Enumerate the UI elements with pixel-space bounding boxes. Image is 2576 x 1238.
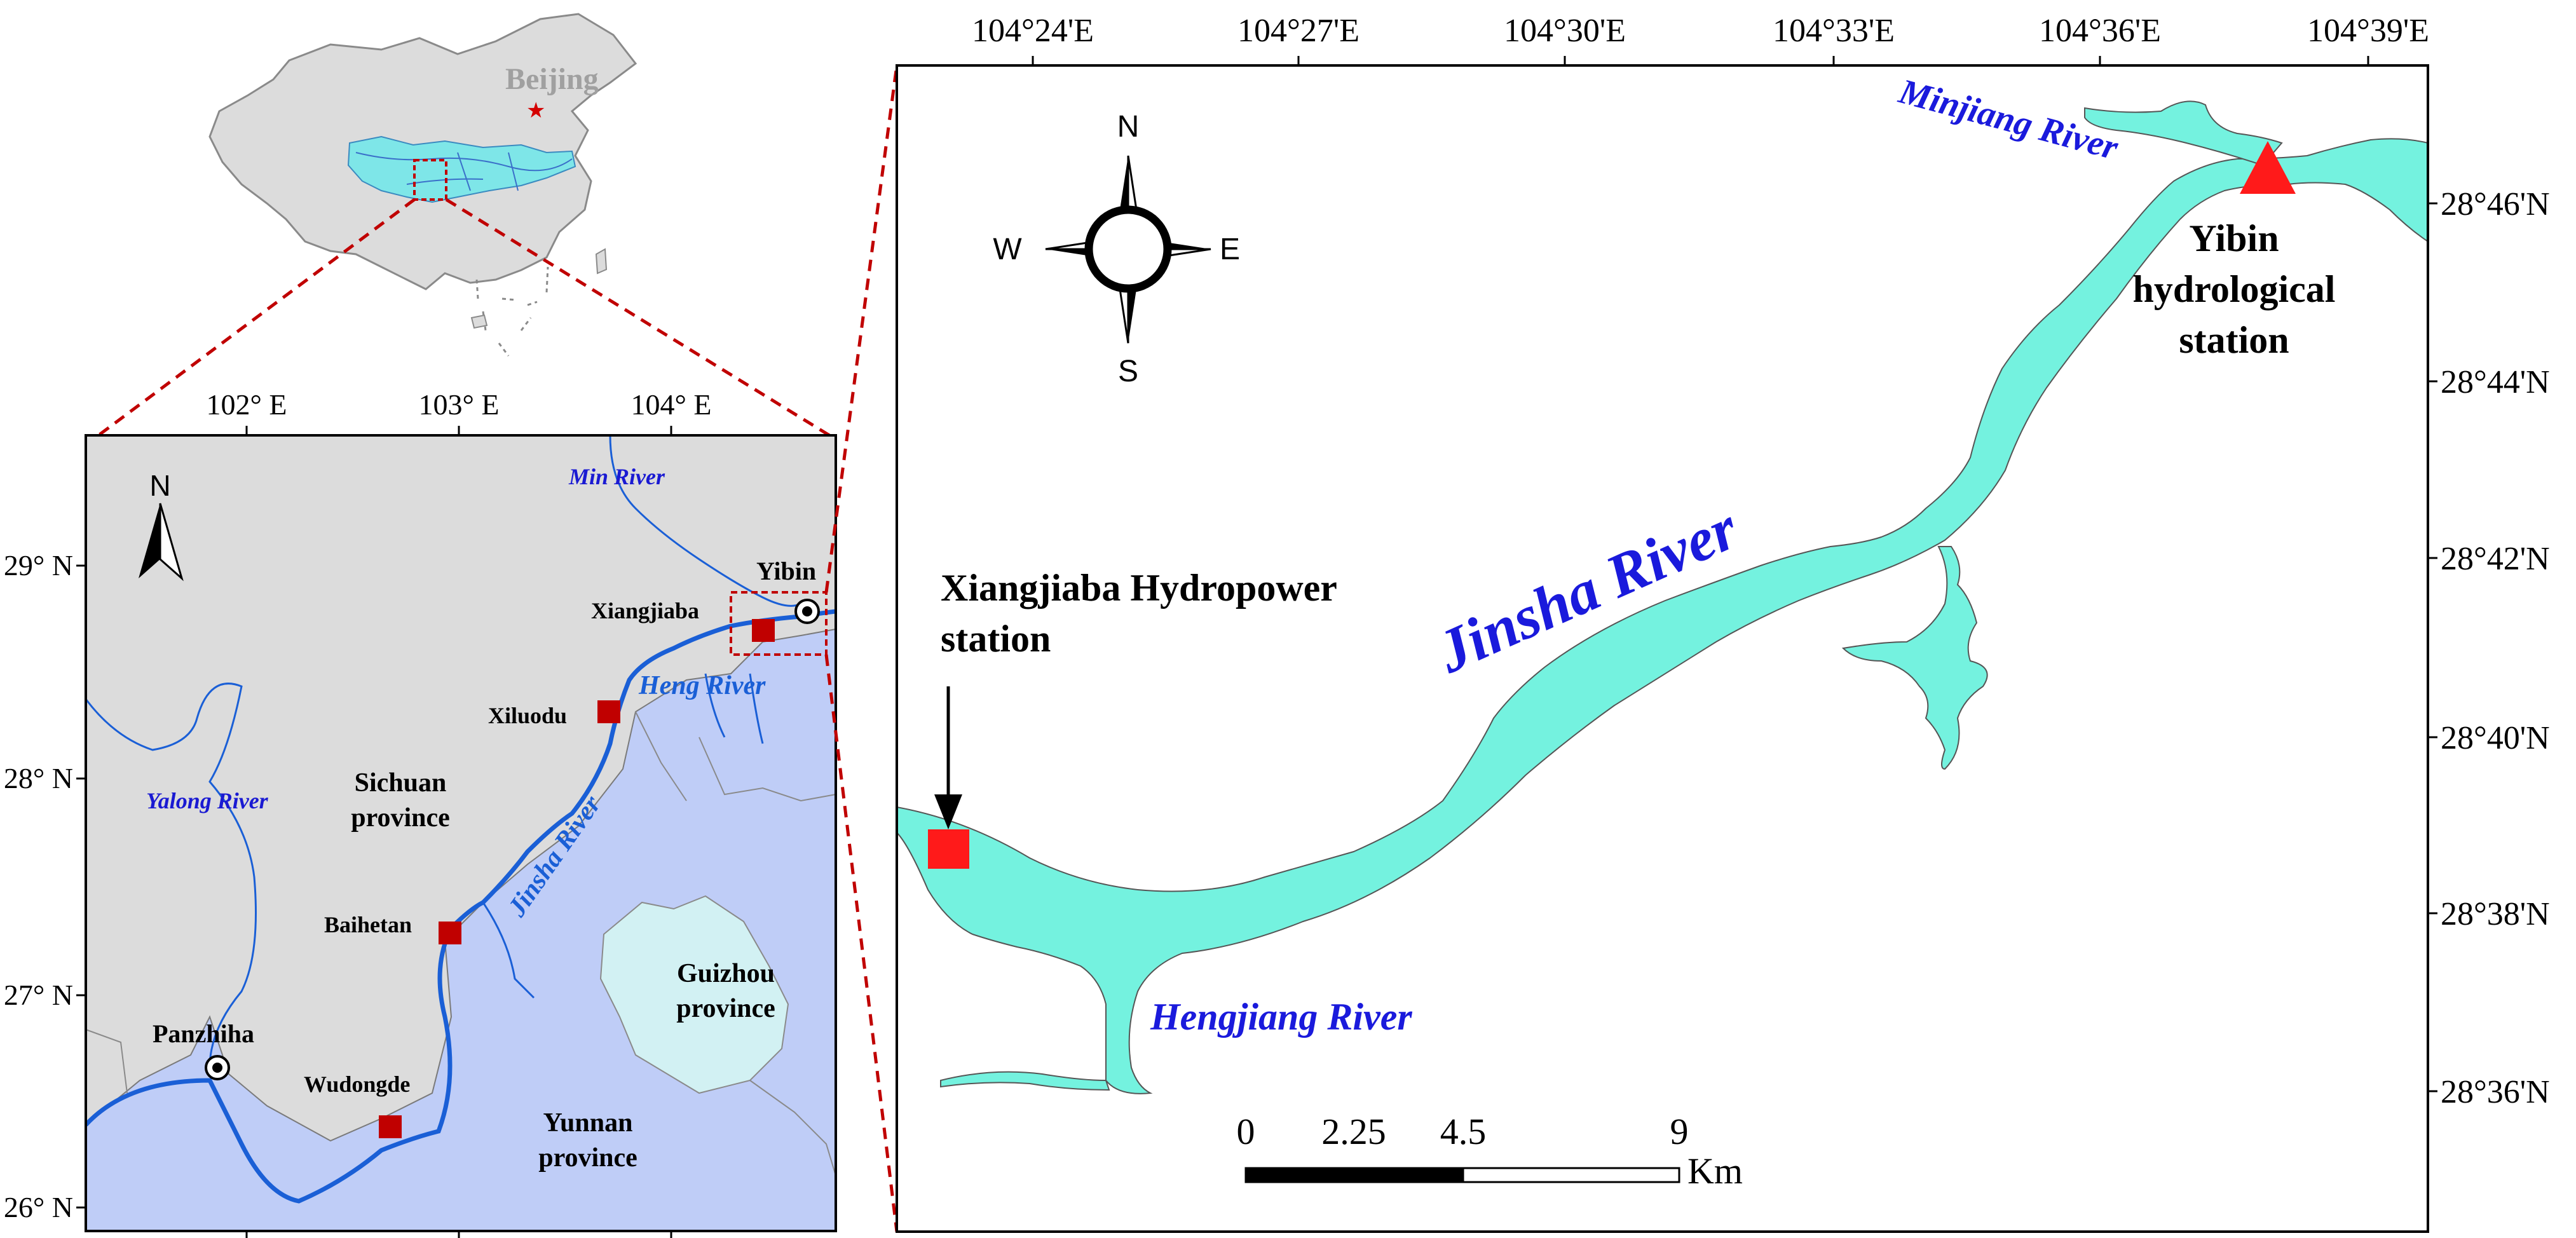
regional-lat-tick-label: 29° N (4, 549, 73, 582)
regional-north-label: N (149, 469, 170, 502)
regional-study-area-box (730, 591, 828, 656)
regional-lon-tick-label: 104° E (631, 388, 712, 421)
xiluodu-label: Xiluodu (488, 703, 567, 728)
detail-lat-tick-label: 28°44'N (2441, 364, 2550, 400)
yangtze-basin-inset (347, 135, 576, 203)
detail-lon-tick-label: 104°27'E (1237, 13, 1360, 49)
regional-lat-tick-label: 27° N (4, 979, 73, 1011)
regional-lon-tick-label: 103° E (419, 388, 500, 421)
compass-e-label: E (1220, 233, 1240, 266)
regional-north-arrow-icon: N (139, 469, 184, 582)
scale-bar: 0 2.25 4.5 9 Km (1237, 1111, 1743, 1192)
detail-lat-tick-label: 28°38'N (2441, 896, 2550, 932)
yibin-station-label-3: station (2179, 319, 2289, 361)
scale-bar-label: 4.5 (1440, 1111, 1487, 1152)
yunnan-label: Yunnan (543, 1108, 633, 1138)
minjiang-river-branch (2084, 100, 2283, 167)
xiluodu-station-marker (597, 700, 620, 723)
panzhiha-city-marker (205, 1055, 230, 1080)
xiangjiaba-station-marker (928, 829, 969, 869)
compass-n-label: N (1117, 110, 1140, 144)
sichuan-label: Sichuan (355, 768, 447, 798)
xiangjiaba-label: Xiangjiaba (591, 598, 699, 623)
yibin-station-marker (2240, 141, 2296, 194)
baihetan-station-marker (439, 922, 461, 944)
min-river-line (609, 435, 801, 607)
detail-lon-tick-label: 104°36'E (2039, 13, 2161, 49)
yalong-river-line (86, 683, 257, 1068)
detail-lon-tick-label: 104°30'E (1504, 13, 1626, 49)
taiwan-island (595, 248, 608, 275)
yibin-label: Yibin (756, 557, 816, 585)
min-river-label: Min River (568, 464, 665, 489)
wudongde-label: Wudongde (304, 1071, 410, 1097)
yibin-station-marker (794, 599, 820, 624)
scale-bar-outline (1244, 1167, 1680, 1183)
capital-star-icon: ★ (526, 99, 545, 123)
detail-lat-tick-label: 28°40'N (2441, 720, 2550, 756)
detail-lat-tick-label: 28°42'N (2441, 541, 2550, 577)
china-inset-map: Beijing ★ (208, 13, 637, 357)
regional-lat-tick-label: 26° N (4, 1191, 73, 1223)
heng-river-line (704, 673, 764, 744)
detail-lon-tick-label: 104°39'E (2307, 13, 2429, 49)
detail-lon-ticks (1032, 56, 2369, 65)
baihetan-label: Baihetan (324, 912, 412, 937)
scale-bar-label: 9 (1670, 1111, 1689, 1152)
jinsha-tributary-line (482, 902, 535, 999)
regional-lat-ticks (76, 564, 86, 1209)
regional-lon-ticks (245, 426, 672, 1238)
scale-bar-label: 0 (1237, 1111, 1255, 1152)
detail-lat-tick-label: 28°46'N (2441, 186, 2550, 222)
inset-study-area-box (413, 159, 447, 201)
yunnan-label-2: province (538, 1143, 637, 1173)
xiangjiaba-hydropower-label-2: station (941, 618, 1051, 660)
yibin-station-label-2: hydrological (2133, 268, 2336, 310)
regional-lon-tick-label: 102° E (207, 388, 287, 421)
scale-bar-segment (1246, 1168, 1463, 1182)
reservoir-arm (1841, 546, 1988, 770)
guizhou-label: Guizhou (677, 959, 775, 988)
compass-rose-icon: N S E W (993, 110, 1240, 388)
detail-map-frame (896, 64, 2429, 1233)
guizhou-label-2: province (676, 994, 775, 1023)
scale-bar-segment (1462, 1167, 1680, 1183)
capital-label: Beijing (505, 62, 599, 96)
regional-lat-tick-label: 28° N (4, 762, 73, 794)
panzhiha-label: Panzhiha (153, 1019, 254, 1048)
xiangjiaba-hydropower-label: Xiangjiaba Hydropower (941, 567, 1337, 609)
scale-bar-label: 2.25 (1321, 1111, 1386, 1152)
detail-lon-tick-label: 104°24'E (972, 13, 1094, 49)
compass-w-label: W (993, 233, 1022, 266)
detail-map: 104°24'E 104°27'E 104°30'E 104°33'E 104°… (896, 13, 2550, 1233)
regional-map: 102° E 103° E 104° E 29° N 28° N 27° N 2… (4, 388, 837, 1238)
hengjiang-river-branch (940, 1071, 1110, 1091)
xiangjiaba-arrow-icon (934, 794, 962, 829)
provincial-boundaries (86, 711, 836, 1176)
detail-connector-lines (824, 65, 899, 1232)
detail-lat-tick-label: 28°36'N (2441, 1074, 2550, 1110)
jinsha-river-line (86, 609, 836, 1204)
heng-river-label: Heng River (638, 671, 766, 700)
detail-lon-tick-label: 104°33'E (1773, 13, 1895, 49)
regional-map-frame (85, 434, 837, 1232)
guizhou-region (599, 895, 789, 1094)
xiangjiaba-station-marker (752, 619, 775, 642)
hengjiang-river-label: Hengjiang River (1150, 996, 1412, 1038)
yalong-river-label: Yalong River (146, 788, 269, 813)
detail-lat-ticks (2428, 202, 2437, 1092)
compass-s-label: S (1118, 355, 1138, 388)
inset-connector-lines (97, 198, 831, 437)
yibin-station-label: Yibin (2189, 217, 2279, 259)
sichuan-label-2: province (351, 803, 450, 833)
scale-bar-unit: Km (1687, 1150, 1743, 1192)
hainan-island (470, 314, 488, 329)
wudongde-station-marker (379, 1115, 402, 1138)
